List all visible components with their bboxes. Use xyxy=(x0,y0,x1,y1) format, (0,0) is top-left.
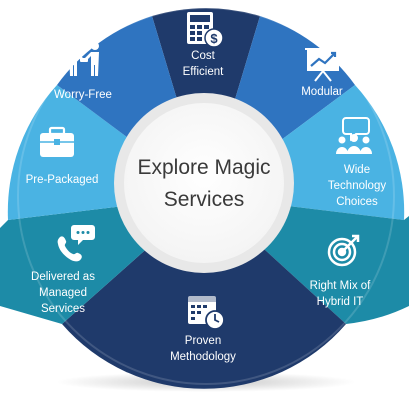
wheel-rim xyxy=(17,7,395,385)
calculator-dollar-icon: $ xyxy=(187,12,224,48)
center-disc xyxy=(124,103,284,263)
label-cost-efficient-1: Cost xyxy=(191,50,215,62)
svg-text:$: $ xyxy=(210,31,218,46)
label-delivered-1: Delivered as xyxy=(31,271,95,283)
label-delivered-2: Managed xyxy=(39,287,87,299)
label-worry-free: Worry-Free xyxy=(54,89,112,101)
label-modular: Modular xyxy=(301,86,343,98)
handshake-icon xyxy=(69,42,99,76)
label-right-mix-1: Right Mix of xyxy=(310,280,372,292)
target-icon xyxy=(327,234,360,267)
presentation-chart-icon xyxy=(305,48,341,82)
center-title-line2: Services xyxy=(164,188,245,211)
segment-proven-methodology xyxy=(62,196,346,389)
briefcase-icon xyxy=(40,126,74,157)
label-proven-methodology-2: Methodology xyxy=(170,351,236,363)
center-title-line1: Explore Magic xyxy=(137,156,270,179)
label-cost-efficient-2: Efficient xyxy=(183,66,225,78)
label-delivered-3: Services xyxy=(41,303,85,315)
team-chat-icon xyxy=(336,117,372,154)
calendar-clock-icon xyxy=(188,296,225,330)
label-wide-technology-2: Technology xyxy=(328,180,386,192)
label-proven-methodology-1: Proven xyxy=(185,335,221,347)
label-wide-technology-1: Wide xyxy=(344,164,370,176)
phone-chat-icon xyxy=(57,225,95,262)
label-right-mix-2: Hybrid IT xyxy=(317,296,364,308)
label-pre-packaged: Pre-Packaged xyxy=(26,174,99,186)
label-wide-technology-3: Choices xyxy=(336,196,378,208)
